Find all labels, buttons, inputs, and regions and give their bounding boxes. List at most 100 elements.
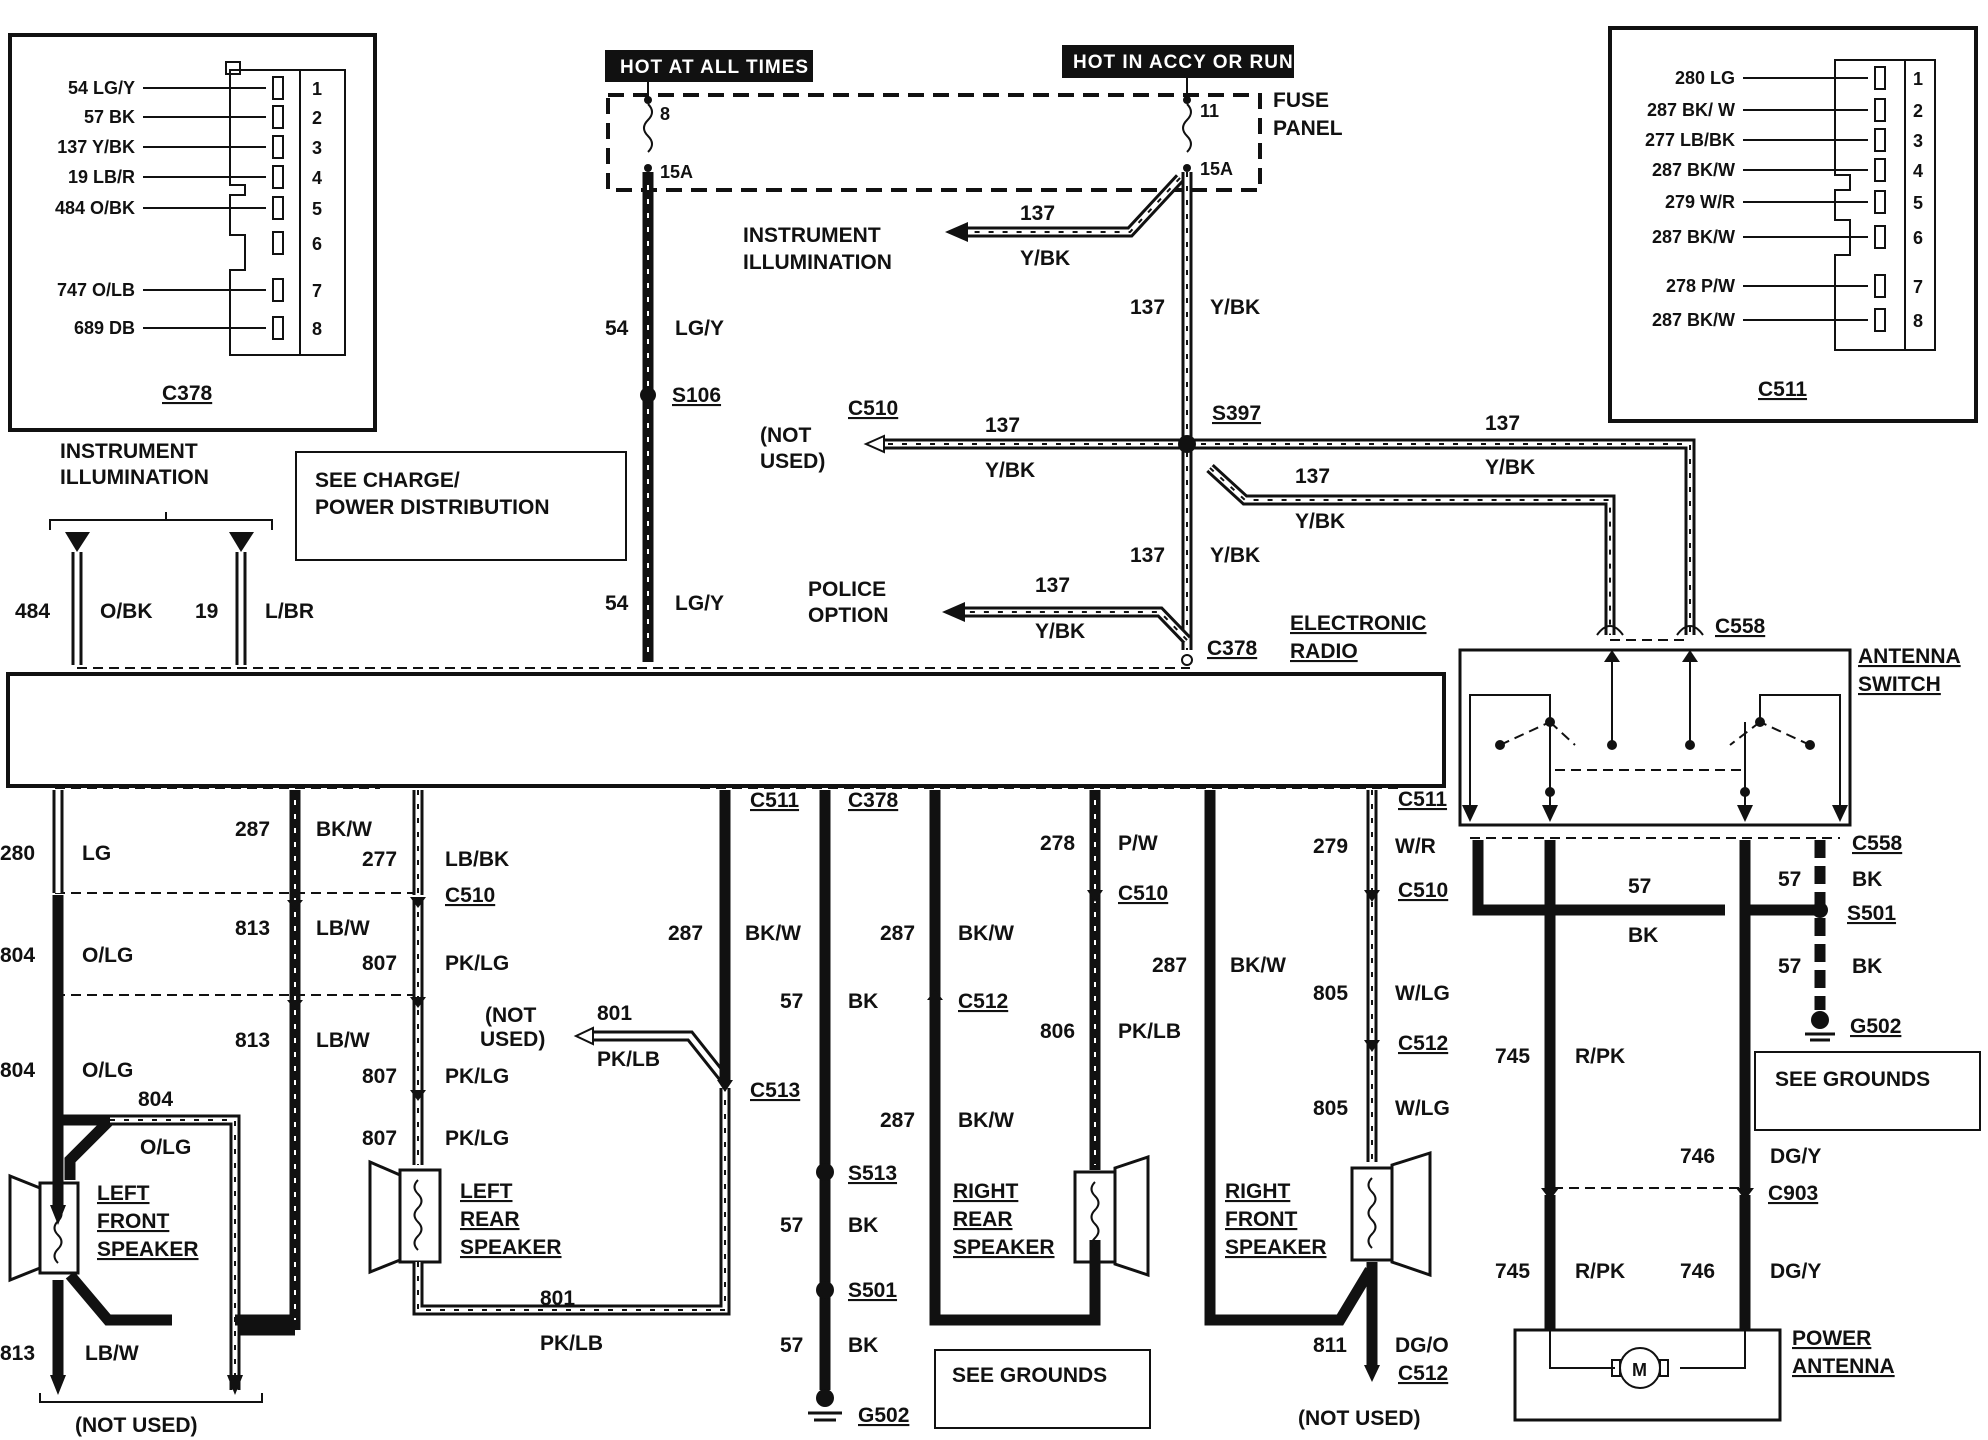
w807a-num: 807 <box>362 952 397 975</box>
wire-801-pklb <box>412 1026 731 1316</box>
c511-label-8: 287 BK/W <box>1652 310 1735 330</box>
c378-label-1: 54 LG/Y <box>68 78 135 98</box>
right-front-speaker <box>1350 1150 1432 1278</box>
w745b-color: R/PK <box>1575 1260 1625 1283</box>
w805b-color: W/LG <box>1395 1097 1450 1120</box>
w804c-color: O/LG <box>140 1136 191 1159</box>
c511-label-6: 287 BK/W <box>1652 227 1735 247</box>
c511-pin-4 <box>1874 158 1886 182</box>
w287a-color: BK/W <box>316 818 372 841</box>
splice-s397 <box>1178 435 1196 453</box>
w137-police-color: Y/BK <box>1035 620 1085 643</box>
c510-b-label: C510 <box>1118 882 1168 905</box>
w813a-num: 813 <box>235 917 270 940</box>
w278-color: P/W <box>1118 832 1158 855</box>
w813-bottom-color: LB/W <box>85 1342 139 1365</box>
power-antenna-box <box>1513 1328 1782 1422</box>
w801b-num: 801 <box>540 1287 575 1310</box>
splice-s501 <box>816 1281 834 1299</box>
right-front-speaker-1: RIGHT <box>1225 1180 1291 1203</box>
c512-b-label: C512 <box>1398 1032 1448 1055</box>
w57-ant-color: BK <box>1628 924 1658 947</box>
electronic-radio-1: ELECTRONIC <box>1290 612 1427 635</box>
c511-pin-number-1: 1 <box>1913 69 1923 89</box>
w804a-color: O/LG <box>82 944 133 967</box>
c511-pin-number-4: 4 <box>1913 161 1923 181</box>
instrument-illumination-left-2: ILLUMINATION <box>60 466 209 489</box>
left-rear-speaker-3: SPEAKER <box>460 1236 562 1259</box>
power-antenna-1: POWER <box>1792 1327 1871 1350</box>
c511-pin-number-3: 3 <box>1913 131 1923 151</box>
wire-287-bkw-rf <box>1204 790 1375 1326</box>
c378-pin-number-3: 3 <box>312 138 322 158</box>
fuse-panel-label-2: PANEL <box>1273 117 1343 140</box>
s106-label: S106 <box>672 384 721 407</box>
power-antenna-2: ANTENNA <box>1792 1355 1895 1378</box>
fuse-left-rating: 15A <box>660 162 693 182</box>
see-grounds-right: SEE GROUNDS <box>1775 1068 1930 1091</box>
right-front-speaker-2: FRONT <box>1225 1208 1297 1231</box>
police-option-1: POLICE <box>808 578 886 601</box>
c378-label-2: 57 BK <box>84 107 135 127</box>
w19-num: 19 <box>195 600 218 623</box>
w804a-num: 804 <box>0 944 35 967</box>
c510-top-label: C510 <box>848 397 898 420</box>
w813b-num: 813 <box>235 1029 270 1052</box>
w484-color: O/BK <box>100 600 153 623</box>
c513-label: C513 <box>750 1079 800 1102</box>
w57b-num: 57 <box>780 1214 803 1237</box>
c378-label-4: 19 LB/R <box>68 167 135 187</box>
w137-illum-num: 137 <box>1020 202 1055 225</box>
right-rear-speaker-3: SPEAKER <box>953 1236 1055 1259</box>
fuse-left-number: 8 <box>660 104 670 124</box>
electronic-radio-body <box>6 672 1446 788</box>
c511-pin-3 <box>1874 128 1886 152</box>
g502-right-label: G502 <box>1850 1015 1901 1038</box>
w287b-color: BK/W <box>745 922 801 945</box>
w745a-color: R/PK <box>1575 1045 1625 1068</box>
c511-pin-number-2: 2 <box>1913 101 1923 121</box>
wire-137-to-c558-inner <box>1206 463 1616 635</box>
w280-num: 280 <box>0 842 35 865</box>
w811-color: DG/O <box>1395 1334 1449 1357</box>
g502-right-ground <box>1811 1011 1829 1029</box>
not-used-801-2: USED) <box>480 1028 545 1051</box>
g502-label: G502 <box>858 1404 909 1427</box>
see-grounds-box-center <box>934 1349 1151 1429</box>
c378-label-5: 484 O/BK <box>55 198 135 218</box>
w807a-color: PK/LG <box>445 952 509 975</box>
right-front-speaker-3: SPEAKER <box>1225 1236 1327 1259</box>
w137-vert-top-num: 137 <box>1130 296 1165 319</box>
c511-label-7: 278 P/W <box>1666 276 1735 296</box>
w287e-num: 287 <box>1152 954 1187 977</box>
left-front-speaker-1: LEFT <box>97 1182 150 1205</box>
c378-pin-number-1: 1 <box>312 79 322 99</box>
c378-label-8: 689 DB <box>74 318 135 338</box>
hot-in-accy-label: HOT IN ACCY OR RUN <box>1073 52 1294 73</box>
c511-pin-8 <box>1874 308 1886 332</box>
w287c-num: 287 <box>880 922 915 945</box>
c558-bottom-label: C558 <box>1852 832 1903 855</box>
w57-ant-num: 57 <box>1628 875 1651 898</box>
c511-pin-number-6: 6 <box>1913 228 1923 248</box>
top-wiring <box>49 172 1696 669</box>
c378-pin-number-5: 5 <box>312 199 322 219</box>
right-rear-speaker <box>1073 1154 1150 1278</box>
w137-vert-low-num: 137 <box>1130 544 1165 567</box>
w287d-color: BK/W <box>958 1109 1014 1132</box>
c510-a-label: C510 <box>445 884 495 907</box>
wire-137-to-police-option <box>942 602 1191 644</box>
w57c-num: 57 <box>780 1334 803 1357</box>
antenna-switch-1: ANTENNA <box>1858 645 1961 668</box>
w57b-color: BK <box>848 1214 878 1237</box>
w804c-num: 804 <box>138 1088 173 1111</box>
not-used-bottom-left: (NOT USED) <box>75 1414 198 1437</box>
illum-pin-19 <box>229 532 254 552</box>
c378-pin-2 <box>272 105 284 129</box>
w807b-color: PK/LG <box>445 1065 509 1088</box>
w287a-num: 287 <box>235 818 270 841</box>
w806-num: 806 <box>1040 1020 1075 1043</box>
c511-label-5: 279 W/R <box>1665 192 1735 212</box>
antenna-switch-2: SWITCH <box>1858 673 1941 696</box>
